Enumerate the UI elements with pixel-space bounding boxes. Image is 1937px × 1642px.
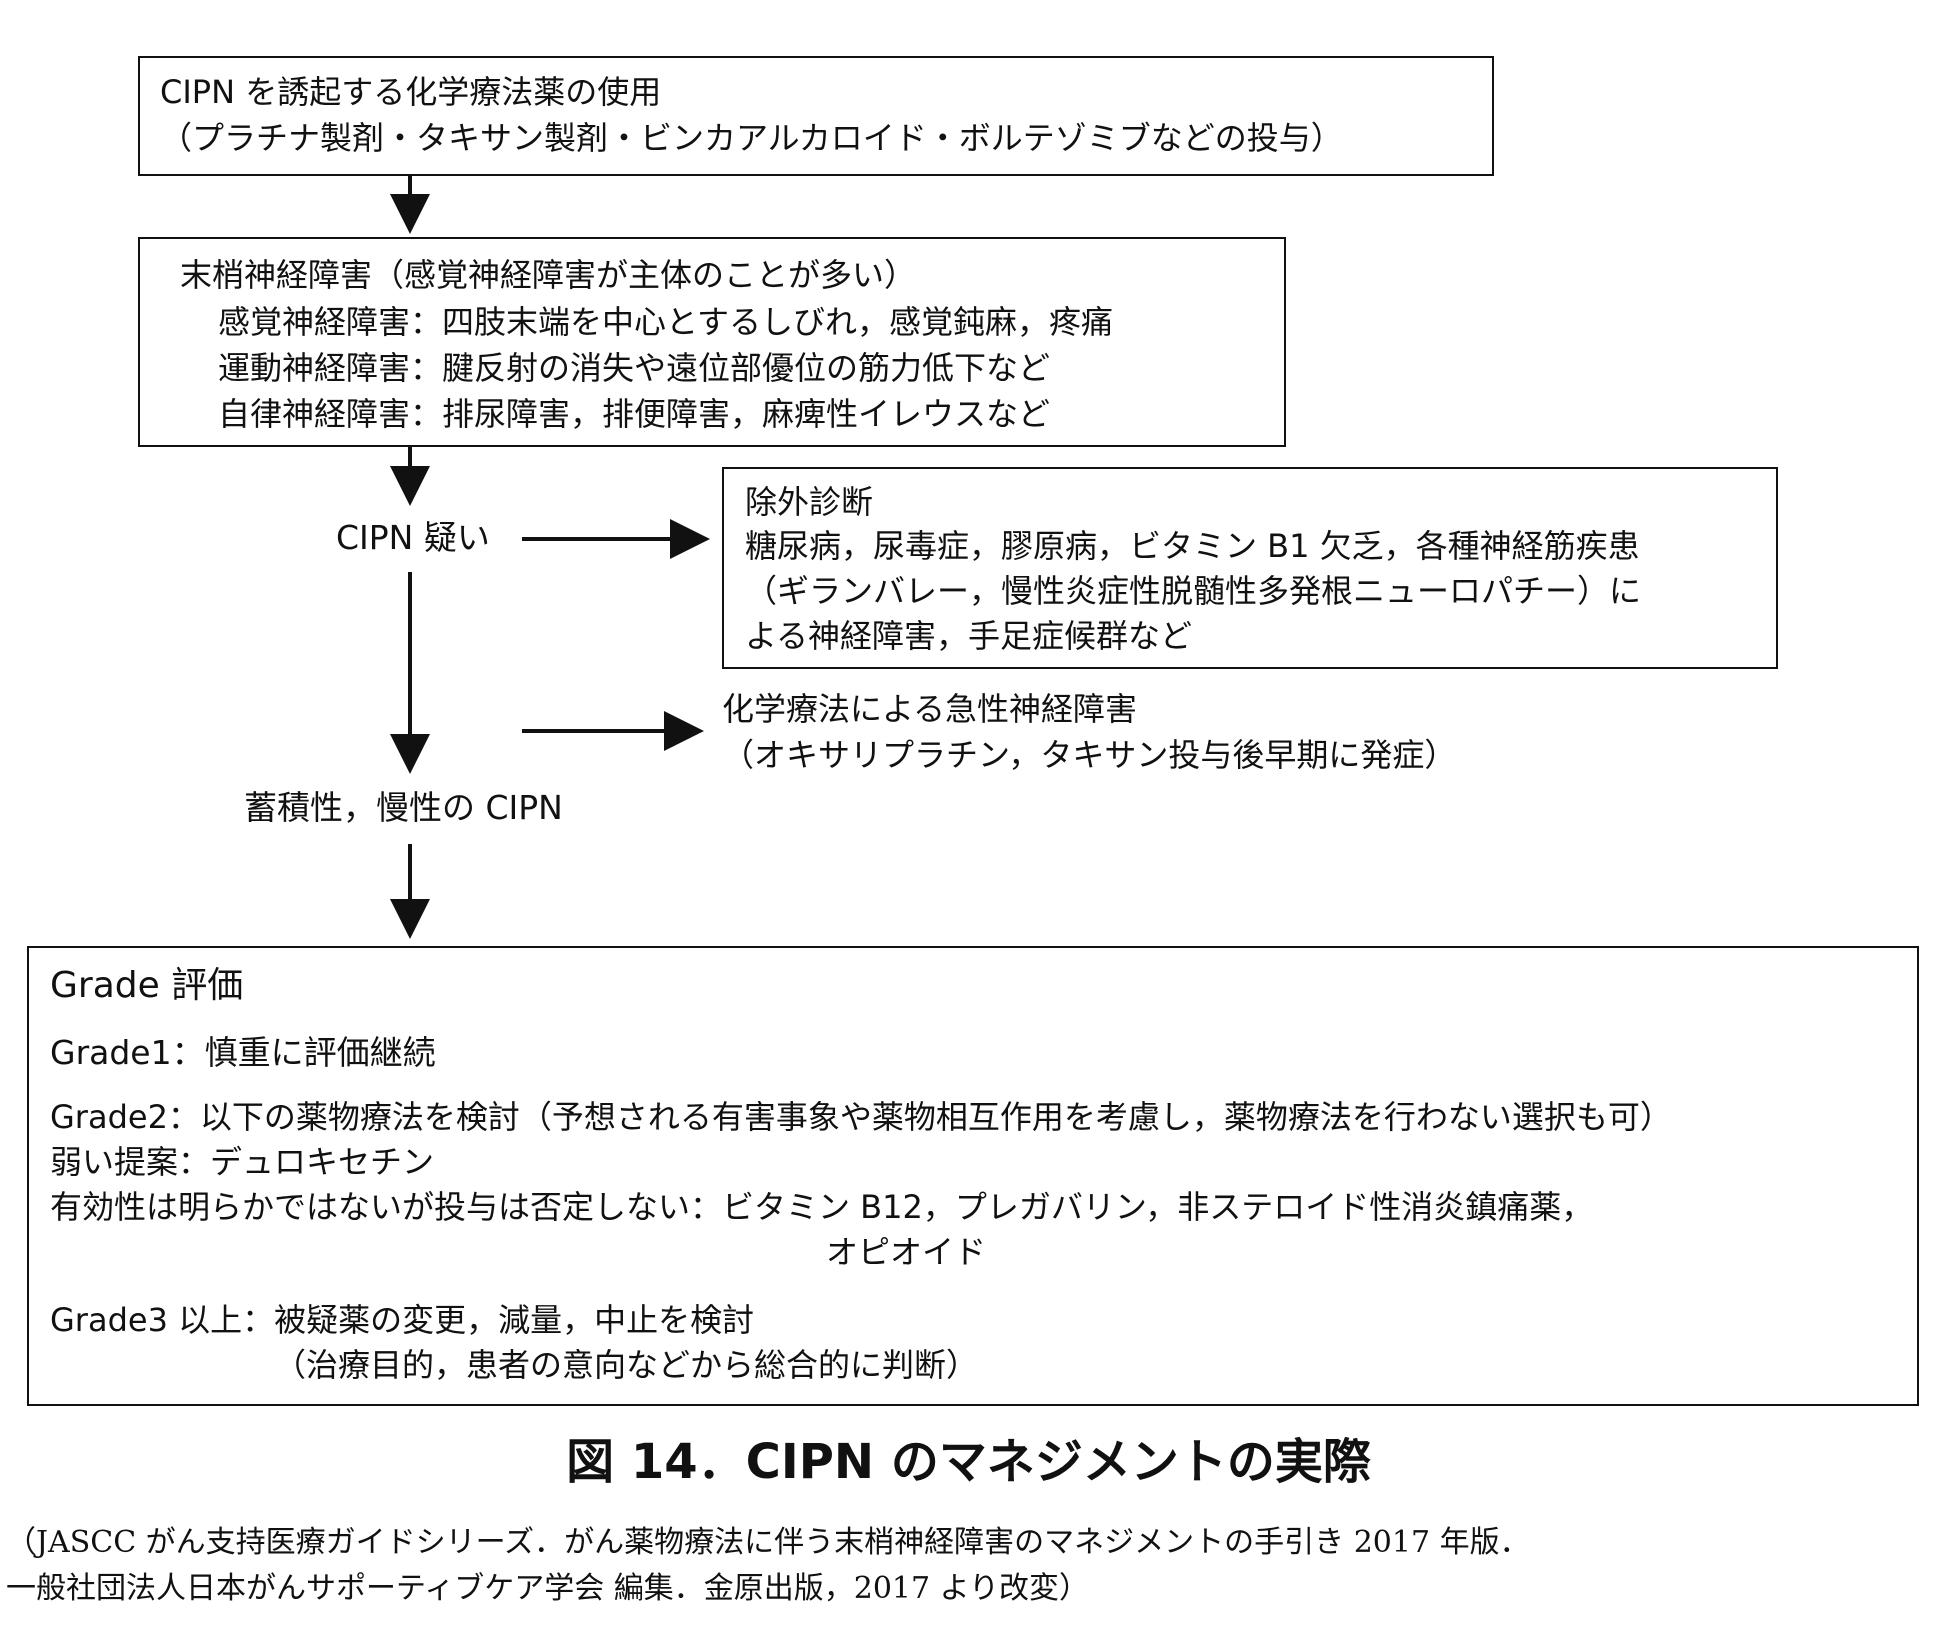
peripheral-neuropathy-items: 感覚神経障害：四肢末端を中心とするしびれ，感覚鈍麻，疼痛 運動神経障害：腱反射の… xyxy=(218,299,1113,437)
acute-neuropathy-line-2: （オキサリプラチン，タキサン投与後早期に発症） xyxy=(722,736,1457,774)
grade3-text: Grade3 以上：被疑薬の変更，減量，中止を検討 xyxy=(50,1298,754,1343)
chemo-drug-use-text: CIPN を誘起する化学療法薬の使用 （プラチナ製剤・タキサン製剤・ビンカアルカ… xyxy=(160,69,1343,161)
figure-title: 図 14．CIPN のマネジメントの実際 xyxy=(566,1434,1371,1490)
caption-line-1: （JASCC がん支持医療ガイドシリーズ．がん薬物療法に伴う末梢神経障害のマネジ… xyxy=(6,1525,1530,1560)
grade2-line-3: 有効性は明らかではないが投与は否定しない：ビタミン B12，プレガバリン，非ステ… xyxy=(50,1188,1594,1226)
grade2-text: Grade2：以下の薬物療法を検討（予想される有害事象や薬物相互作用を考慮し，薬… xyxy=(50,1095,1672,1230)
grade3-line-1: Grade3 以上：被疑薬の変更，減量，中止を検討 xyxy=(50,1301,755,1339)
exclusion-line-2: （ギランバレー，慢性炎症性脱髄性多発根ニューロパチー）に xyxy=(745,572,1642,610)
cipn-suspected-label: CIPN 疑い xyxy=(336,518,490,557)
sensory-neuropathy-item: 感覚神経障害：四肢末端を中心とするしびれ，感覚鈍麻，疼痛 xyxy=(218,303,1114,341)
exclusion-diagnosis-list: 糖尿病，尿毒症，膠原病，ビタミン B1 欠乏，各種神経筋疾患 （ギランバレー，慢… xyxy=(745,524,1641,659)
grade-evaluation-title: Grade 評価 xyxy=(50,965,244,1006)
acute-neuropathy-line-1: 化学療法による急性神経障害 xyxy=(722,690,1138,728)
exclusion-diagnosis-box xyxy=(722,467,1778,669)
chemo-drug-use-line-1: CIPN を誘起する化学療法薬の使用 xyxy=(160,73,662,111)
grade1-text: Grade1：慎重に評価継続 xyxy=(50,1033,436,1072)
chronic-cipn-label: 蓄積性，慢性の CIPN xyxy=(244,788,563,827)
chemo-drug-use-box xyxy=(138,56,1494,176)
peripheral-neuropathy-box xyxy=(138,237,1286,447)
grade-evaluation-box xyxy=(27,946,1919,1406)
grade3-continuation: （治療目的，患者の意向などから総合的に判断） xyxy=(274,1346,979,1384)
caption-line-2: 一般社団法人日本がんサポーティブケア学会 編集．金原出版，2017 より改変） xyxy=(6,1571,1090,1606)
grade2-line-1: Grade2：以下の薬物療法を検討（予想される有害事象や薬物相互作用を考慮し，薬… xyxy=(50,1098,1672,1136)
exclusion-diagnosis-title: 除外診断 xyxy=(745,483,874,521)
exclusion-line-1: 糖尿病，尿毒症，膠原病，ビタミン B1 欠乏，各種神経筋疾患 xyxy=(745,527,1640,565)
grade2-line-2: 弱い提案：デュロキセチン xyxy=(50,1143,435,1181)
peripheral-neuropathy-heading: 末梢神経障害（感覚神経障害が主体のことが多い） xyxy=(180,256,917,294)
acute-neuropathy-text: 化学療法による急性神経障害 （オキサリプラチン，タキサン投与後早期に発症） xyxy=(722,686,1456,778)
chemo-drug-use-line-2: （プラチナ製剤・タキサン製剤・ビンカアルカロイド・ボルテゾミブなどの投与） xyxy=(160,119,1343,157)
autonomic-neuropathy-item: 自律神経障害：排尿障害，排便障害，麻痺性イレウスなど xyxy=(218,395,1051,433)
motor-neuropathy-item: 運動神経障害：腱反射の消失や遠位部優位の筋力低下など xyxy=(218,349,1051,387)
figure-caption: （JASCC がん支持医療ガイドシリーズ．がん薬物療法に伴う末梢神経障害のマネジ… xyxy=(6,1520,1530,1612)
grade2-continuation: オピオイド xyxy=(826,1233,987,1271)
exclusion-line-3: よる神経障害，手足症候群など xyxy=(745,617,1193,655)
